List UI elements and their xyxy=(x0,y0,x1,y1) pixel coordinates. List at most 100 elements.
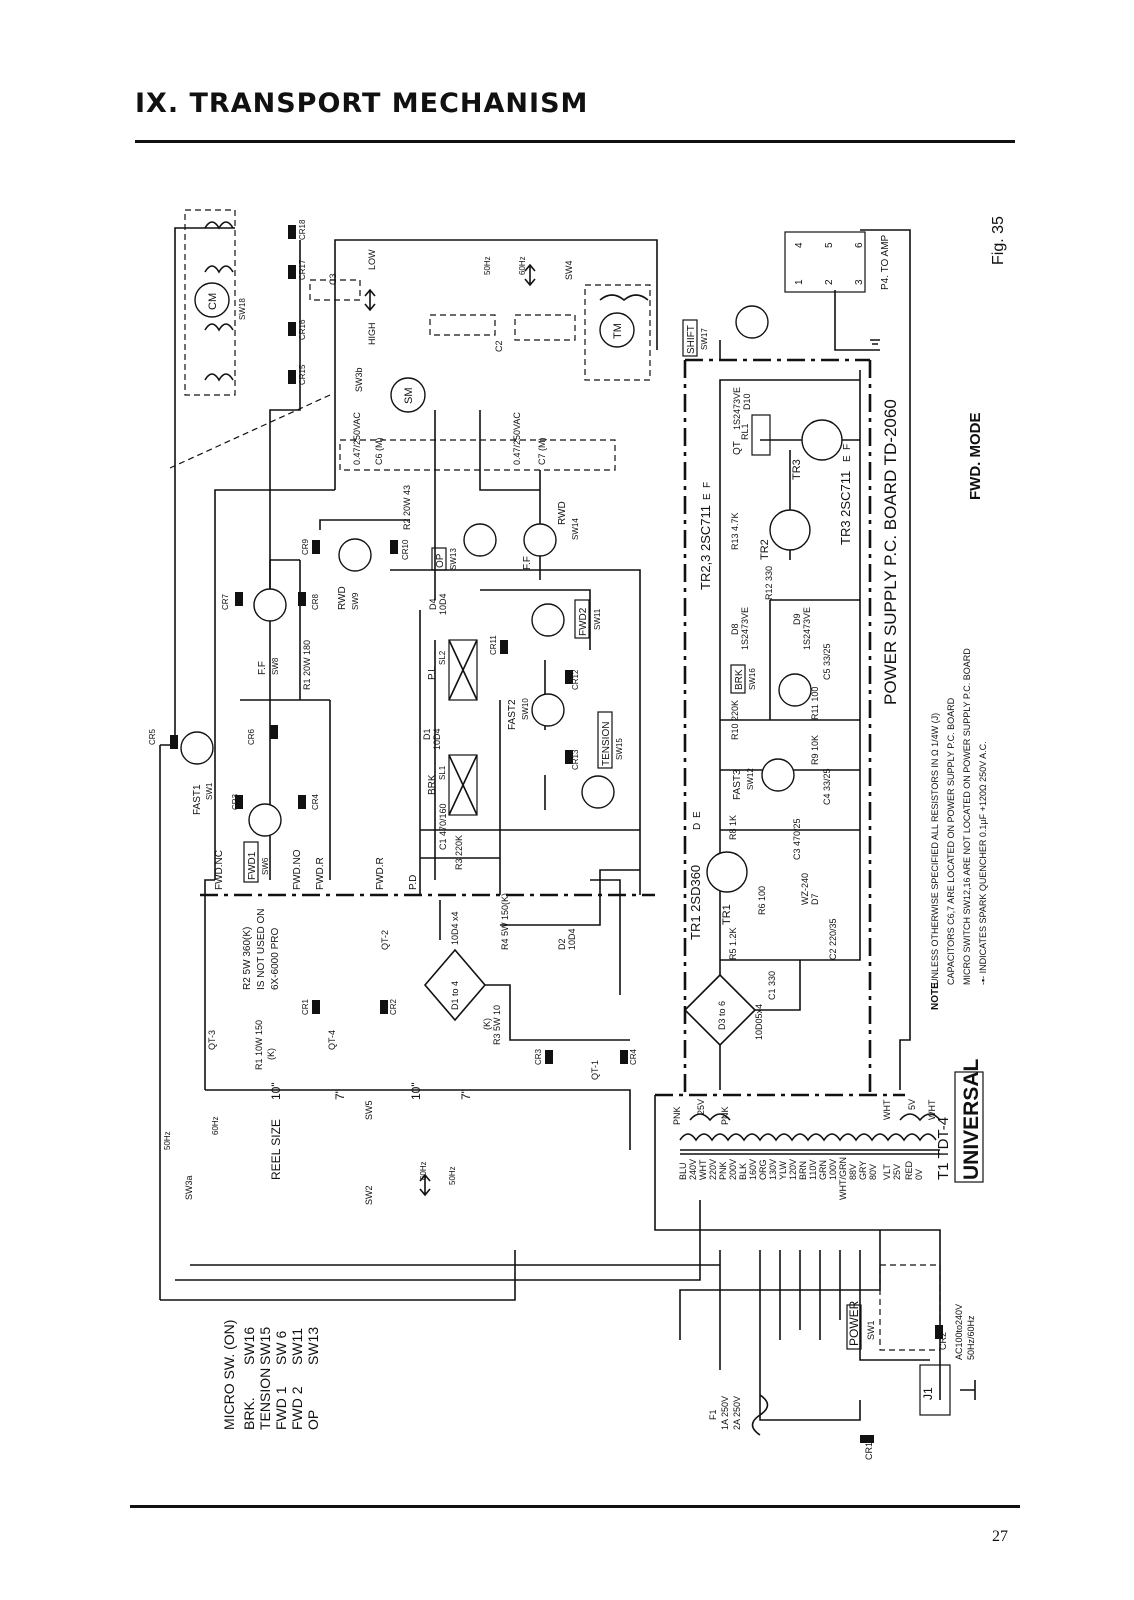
micro-sw-row-name: FWD 1 xyxy=(273,1386,289,1430)
sw15-label: SW15 xyxy=(615,738,624,760)
sw13-label: SW13 xyxy=(449,548,458,570)
sw17-label: SW17 xyxy=(700,328,709,350)
micro-sw-row-sw: SW13 xyxy=(305,1327,321,1365)
cr4b-label: CR4 xyxy=(629,1048,638,1065)
sol-sl1: SL1 xyxy=(438,765,447,780)
diode-d2: D2 xyxy=(557,938,567,950)
micro-sw-row-sw: SW 6 xyxy=(273,1331,289,1365)
res-r3-k: (K) xyxy=(482,1018,492,1030)
diode-d10v: 1S2473VE xyxy=(732,387,742,430)
fwd2-label: FWD2 xyxy=(578,607,589,636)
power-sw-label: SW1 xyxy=(866,1320,876,1340)
r2-note: 6X-6000 PRO xyxy=(270,928,281,990)
r2-note: R2 5W 360(K) xyxy=(242,927,253,990)
ac-label: AC100to240V xyxy=(954,1304,964,1360)
j1-label: J1 xyxy=(921,1387,935,1400)
tap: 220V xyxy=(708,1159,718,1180)
note-line: -▪- INDICATES SPARK QUENCHER 0.1µF +120Ω… xyxy=(978,741,988,985)
fuse-a: 1A 250V xyxy=(720,1396,730,1430)
tr3-grade: F xyxy=(842,444,853,450)
cr17-label: CR17 xyxy=(298,259,307,280)
res-r2: R2 20W 43 xyxy=(402,485,412,530)
pin-4: 4 xyxy=(794,242,805,248)
sw12-label: SW12 xyxy=(746,768,755,790)
tap: GRY xyxy=(858,1161,868,1180)
cr8-label: CR8 xyxy=(311,593,320,610)
rwd2-label: RWD xyxy=(557,501,568,525)
reel-size-value: 10" xyxy=(269,1082,283,1100)
tap: 110V xyxy=(808,1160,818,1180)
res-r8: R8 1K xyxy=(728,815,738,840)
fuse-b: 2A 250V xyxy=(732,1396,742,1430)
sw1-label: SW1 xyxy=(205,782,214,800)
tap: WHT xyxy=(698,1159,708,1180)
res-r13: R13 4.7K xyxy=(730,512,740,550)
sw6-label: SW6 xyxy=(261,857,270,875)
res-r12: R12 330 xyxy=(764,566,774,600)
micro-sw-row-name: OP xyxy=(305,1410,321,1430)
pin-1: 1 xyxy=(794,279,805,285)
pin-6: 6 xyxy=(854,242,865,248)
bottom-rule xyxy=(130,1505,1020,1508)
pin-5: 5 xyxy=(824,242,835,248)
cap-c3: C3 470/25 xyxy=(792,818,802,860)
cr3b-label: CR3 xyxy=(534,1048,543,1065)
wiring xyxy=(159,209,984,1443)
cap-c1a: C1 470/160 xyxy=(438,803,448,850)
diode-d1v: 10D4 xyxy=(432,728,442,750)
cr11-label: CR11 xyxy=(489,635,498,655)
micro-sw-row-sw: SW15 xyxy=(257,1327,273,1365)
diode-d4v: 10D4 xyxy=(438,593,448,615)
sw4-label: SW4 xyxy=(564,260,574,280)
res-r10: R10 220K xyxy=(730,700,740,740)
note-title: NOTE xyxy=(930,982,941,1010)
sw10-label: SW10 xyxy=(521,698,530,720)
cr12-label: CR12 xyxy=(571,669,580,690)
note-line: CAPACITORS C6,7 ARE LOCATED ON POWER SUP… xyxy=(946,697,956,985)
cap-c2m: C2 xyxy=(494,340,504,352)
cr9-label: CR9 xyxy=(301,538,310,555)
op-label: OP xyxy=(435,553,446,568)
tap-5v: 5V xyxy=(907,1099,917,1110)
tap: 88V xyxy=(848,1164,858,1180)
qt2-label: QT-2 xyxy=(380,930,390,950)
tr2-short: TR2 xyxy=(759,539,771,560)
tap: 200V xyxy=(728,1159,738,1180)
qt4-label: QT-4 xyxy=(327,1030,337,1050)
diode-d10: D10 xyxy=(742,393,752,410)
tap-25v: PNK xyxy=(720,1106,730,1125)
diode-d7v: WZ-240 xyxy=(800,873,810,905)
power-switch-label: POWER xyxy=(847,1300,861,1346)
tap: 80V xyxy=(868,1164,878,1180)
cr10-label: CR10 xyxy=(401,539,410,560)
reel-size-label: REEL SIZE xyxy=(269,1119,283,1180)
speed-high: HIGH xyxy=(367,323,377,346)
tap: 240V xyxy=(688,1159,698,1180)
reel-size-value: 10" xyxy=(409,1082,423,1100)
res-r3b: R3 220K xyxy=(454,835,464,870)
hz50-label-b: 50Hz xyxy=(448,1166,457,1185)
hz60-label-b: 60Hz xyxy=(419,1161,428,1180)
cap-c3m: C3 xyxy=(328,273,338,285)
hz60-label-c: 60Hz xyxy=(518,256,527,275)
sw3b-label: SW3b xyxy=(354,367,364,392)
qt1-label: QT-1 xyxy=(590,1060,600,1080)
diode-d1to4: D1 to 4 xyxy=(450,981,460,1010)
diode-d1: D1 xyxy=(422,728,432,740)
line-fwd-nc: FWD.NC xyxy=(214,850,225,890)
mode-label: FWD. MODE xyxy=(967,413,984,501)
sw18-label: SW18 xyxy=(238,298,247,320)
res-r5: R5 1.2K xyxy=(728,927,738,960)
sw2-label: SW2 xyxy=(364,1185,374,1205)
page-heading: IX. TRANSPORT MECHANISM xyxy=(135,88,589,119)
tr3-label: TR3 2SC711 xyxy=(838,471,853,545)
hz50-label: 50Hz xyxy=(163,1131,172,1150)
diode-d3v: 10D05x4 xyxy=(754,1004,764,1040)
tap: 160V xyxy=(748,1159,758,1180)
motor-cm: CM xyxy=(207,293,219,310)
tap: 130V xyxy=(768,1159,778,1180)
tr3-short: TR3 xyxy=(791,459,803,480)
relay-rl: RL1 xyxy=(740,423,750,440)
cr1-label: CR1 xyxy=(864,1442,874,1460)
sw11-label: SW11 xyxy=(593,608,602,630)
